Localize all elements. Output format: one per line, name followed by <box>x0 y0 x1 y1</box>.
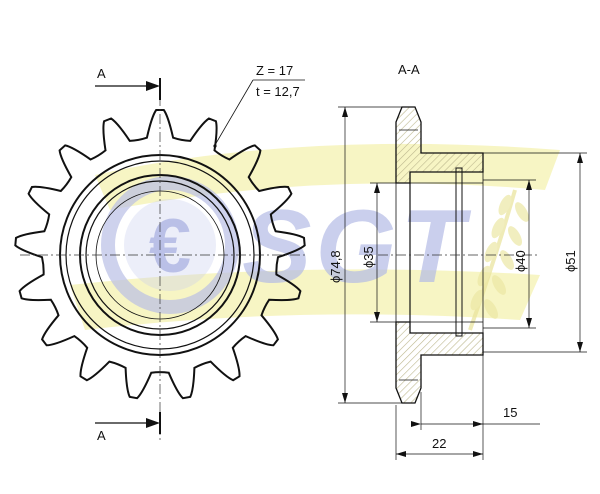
section-lower-body <box>395 321 484 404</box>
dimension-outer-diameter-label: ϕ74,8 <box>328 250 343 283</box>
dimension-total-length <box>395 405 483 460</box>
watermark-euro-ring <box>101 176 239 314</box>
dimension-bore-diameter <box>370 182 396 323</box>
sprocket-front-view: A A Z = 17 t = 12,7 <box>14 63 306 443</box>
section-mark-top-label: A <box>97 66 106 81</box>
watermark-wheat-icon <box>468 189 529 331</box>
sprocket-tooth-profile <box>14 109 306 400</box>
watermark-euro-symbol: € <box>149 204 191 289</box>
tooth-leader <box>213 79 305 148</box>
section-arrow-top <box>95 78 161 100</box>
dimension-outer-diameter <box>338 106 402 404</box>
watermark-brand-text: SGT <box>242 189 471 305</box>
dimension-bore-diameter-label: ϕ35 <box>361 246 376 268</box>
dimension-hub-length <box>411 355 540 460</box>
dimension-total-length-label: 22 <box>432 436 446 451</box>
watermark-euro-disc <box>124 199 216 291</box>
section-title-label: A-A <box>398 62 420 77</box>
tooth-count-label: Z = 17 <box>256 63 293 78</box>
dimension-hub-diameter <box>483 152 587 353</box>
dimension-inner-diameter <box>483 179 536 329</box>
snap-ring-groove <box>455 167 463 337</box>
chain-pitch-label: t = 12,7 <box>256 84 300 99</box>
sprocket-section-view: A-A ϕ74,8 <box>328 62 587 460</box>
section-arrow-bottom <box>95 412 161 434</box>
section-mark-bottom-label: A <box>97 428 106 443</box>
dimension-inner-diameter-label: ϕ40 <box>513 250 528 272</box>
watermark-swoosh-bottom <box>70 269 540 330</box>
dimension-hub-diameter-label: ϕ51 <box>563 250 578 272</box>
sgt-watermark: € SGT <box>70 143 560 331</box>
dimension-hub-length-label: 15 <box>503 405 517 420</box>
